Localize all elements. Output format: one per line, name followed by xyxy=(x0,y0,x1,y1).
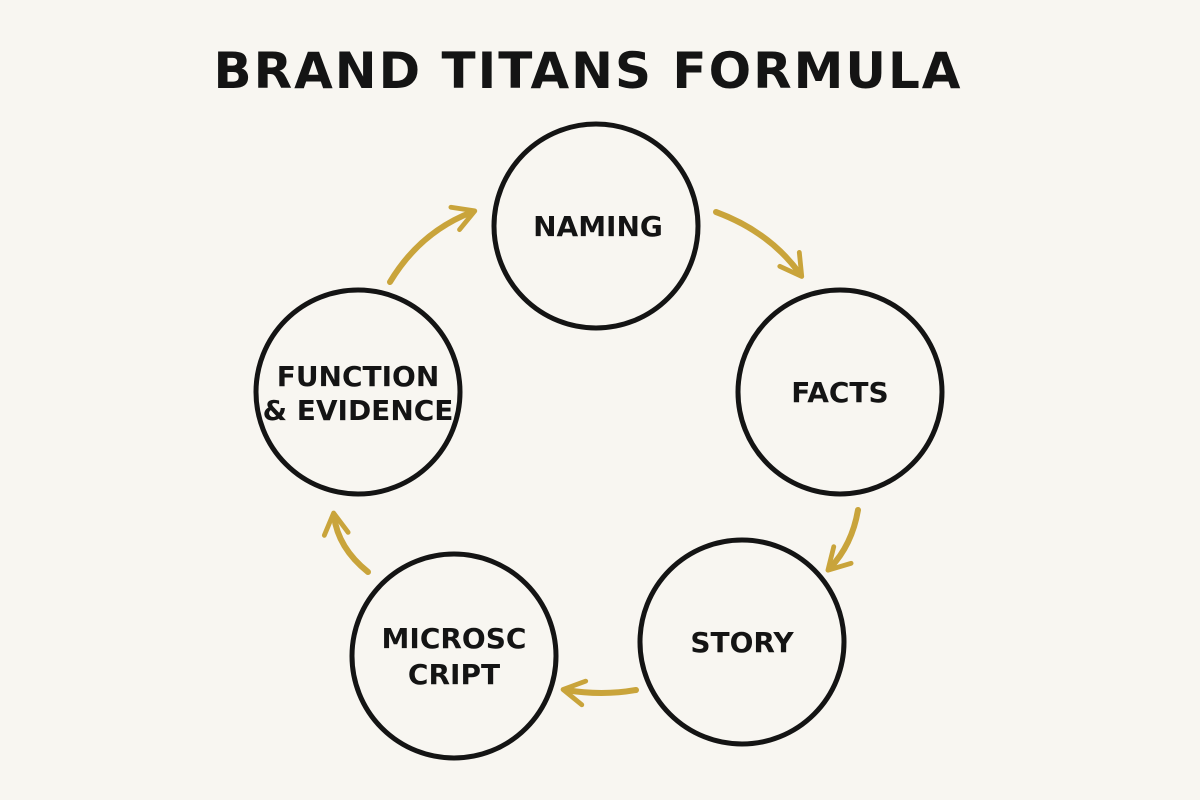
node-facts-label: FACTS xyxy=(791,376,888,409)
node-naming: NAMING xyxy=(491,121,701,331)
node-function-evidence-label-line-1: FUNCTION xyxy=(277,360,440,393)
arrow-story-to-microscript xyxy=(560,678,639,708)
node-story: STORY xyxy=(637,537,847,747)
node-microscript: MICROSC CRIPT xyxy=(349,551,559,761)
node-microscript-label-line-1: MICROSC xyxy=(382,622,527,655)
arrow-naming-to-facts xyxy=(713,209,805,279)
node-microscript-label-line-2: CRIPT xyxy=(408,658,500,691)
node-naming-label: NAMING xyxy=(533,210,663,243)
node-function-evidence: FUNCTION & EVIDENCE xyxy=(253,287,463,497)
node-function-evidence-label-line-2: & EVIDENCE xyxy=(263,394,454,427)
arrow-facts-to-story xyxy=(825,507,861,573)
node-facts: FACTS xyxy=(735,287,945,497)
diagram-title: BRAND TITANS FORMULA xyxy=(213,42,963,100)
arrow-function-evidence-to-naming xyxy=(387,204,478,285)
node-story-label: STORY xyxy=(690,626,794,659)
arrow-microscript-to-function-evidence xyxy=(321,510,371,575)
